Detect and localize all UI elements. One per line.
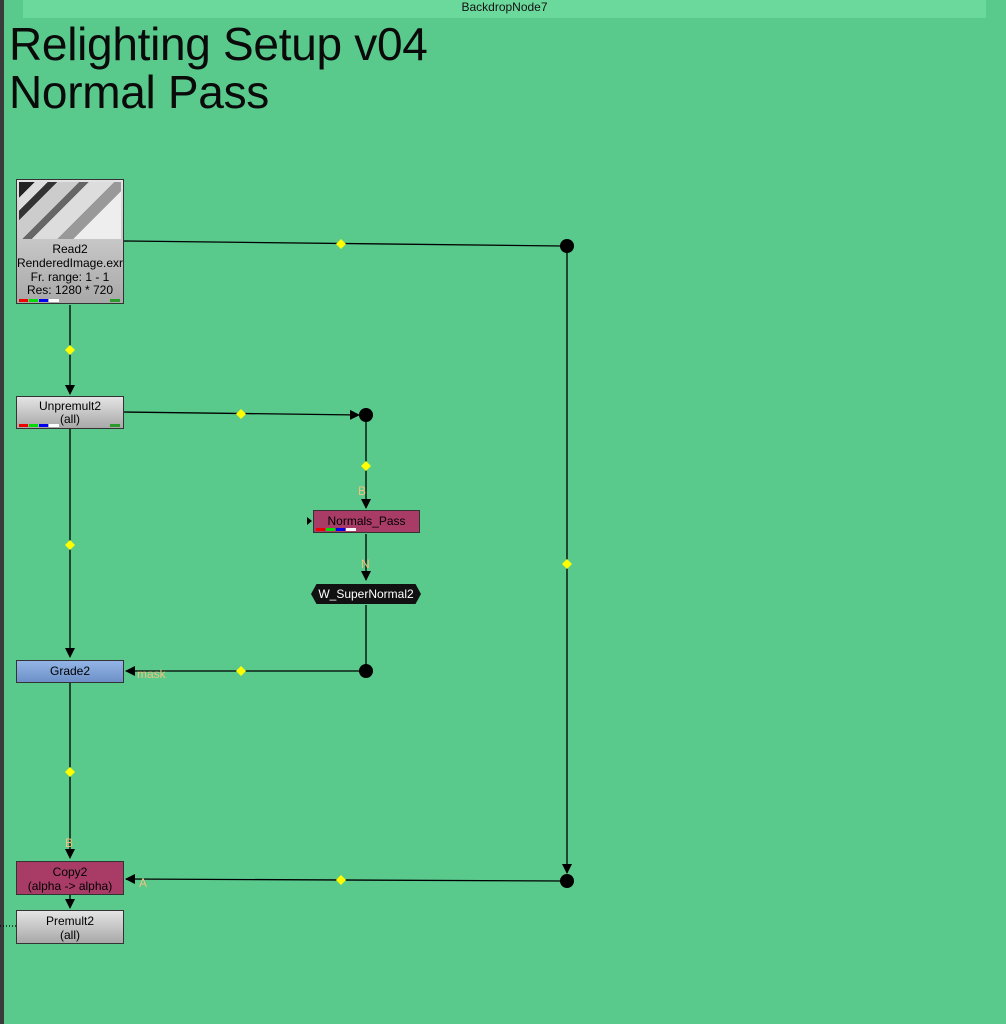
wire-handle-diamond[interactable] <box>562 559 572 569</box>
wire-handle-diamond[interactable] <box>65 345 75 355</box>
wire-handle-diamond[interactable] <box>236 409 246 419</box>
wire-handle-diamond[interactable] <box>65 540 75 550</box>
unpremult-channel-indicator <box>19 424 59 427</box>
copy-input-a-label: A <box>139 876 148 890</box>
read-node-file: RenderedImage.exr <box>16 256 124 270</box>
copy-node[interactable]: Copy2 (alpha -> alpha) <box>16 861 124 895</box>
premult-node-name: Premult2 <box>45 914 95 928</box>
read-node-resolution: Res: 1280 * 720 <box>26 283 114 297</box>
read-node[interactable]: Read2 RenderedImage.exr Fr. range: 1 - 1… <box>16 179 124 304</box>
backdrop-node[interactable] <box>4 0 1006 1024</box>
backdrop-label-line2: Normal Pass <box>9 66 269 118</box>
wire-handle-diamond[interactable] <box>65 767 75 777</box>
backdrop-label-line1: Relighting Setup v04 <box>9 18 428 70</box>
wire-handle-diamond[interactable] <box>236 666 246 676</box>
premult-node[interactable]: Premult2 (all) <box>16 910 124 944</box>
normals-pass-node[interactable]: Normals_Pass <box>313 510 420 533</box>
dot-node-bottom-right[interactable] <box>560 874 574 888</box>
read-node-frame-range: Fr. range: 1 - 1 <box>30 270 110 284</box>
wire-handle-diamond[interactable] <box>336 875 346 885</box>
premult-node-channels: (all) <box>60 928 80 942</box>
read-thumbnail <box>19 182 121 239</box>
read-node-name: Read2 <box>52 242 88 256</box>
dot-node-middle[interactable] <box>359 408 373 422</box>
wire-handle-diamond[interactable] <box>336 239 346 249</box>
wire-handle-diamond[interactable] <box>361 461 371 471</box>
normals-input-arrow-icon <box>307 517 312 525</box>
viewer-edge <box>0 0 4 1024</box>
unpremult-node[interactable]: Unpremult2 (all) <box>16 396 124 429</box>
copy-node-detail: (alpha -> alpha) <box>27 879 113 893</box>
unpremult-mask-indicator <box>110 424 120 427</box>
normals-pass-input-b-label: B <box>358 484 367 498</box>
copy-input-b-label: B <box>65 836 74 850</box>
read-channel-indicator <box>19 299 59 302</box>
supernormal-node[interactable]: W_SuperNormal2 <box>311 584 421 604</box>
unpremult-node-name: Unpremult2 <box>38 399 102 413</box>
backdrop-title[interactable]: BackdropNode7 <box>23 0 986 18</box>
read-mask-indicator <box>110 299 120 302</box>
grade-node[interactable]: Grade2 <box>16 660 124 683</box>
grade-mask-input-label: mask <box>137 667 166 681</box>
dot-node-top-right[interactable] <box>560 239 574 253</box>
copy-node-name: Copy2 <box>52 865 88 879</box>
supernormal-input-n-label: N <box>361 557 370 571</box>
grade-node-name: Grade2 <box>49 664 91 678</box>
backdrop-label: Relighting Setup v04 Normal Pass <box>9 20 428 116</box>
unpremult-node-channels: (all) <box>60 412 80 426</box>
dot-node-mask[interactable] <box>359 664 373 678</box>
normals-pass-node-name: Normals_Pass <box>327 514 406 528</box>
normals-channel-indicator <box>316 528 356 531</box>
